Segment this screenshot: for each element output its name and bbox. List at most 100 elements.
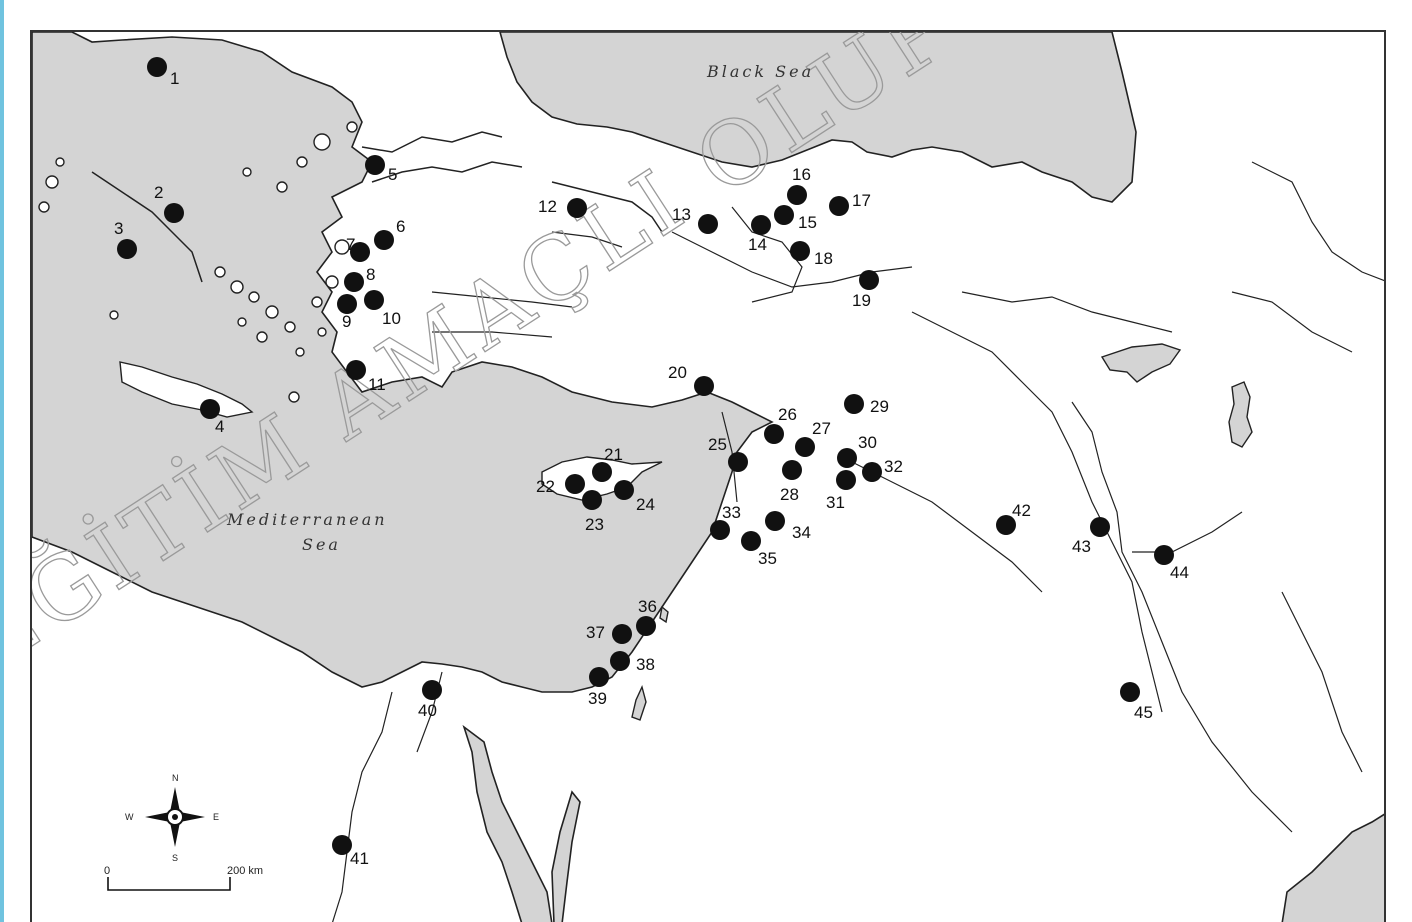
- site-22: 22: [536, 474, 585, 496]
- site-label-18: 18: [814, 249, 833, 268]
- site-label-12: 12: [538, 197, 557, 216]
- site-marker-24: [614, 480, 634, 500]
- site-marker-30: [837, 448, 857, 468]
- mediterranean-label-line2: Sea: [302, 535, 341, 554]
- site-40: 40: [418, 680, 442, 720]
- site-8: 8: [344, 265, 375, 292]
- site-43: 43: [1072, 517, 1110, 556]
- site-39: 39: [588, 667, 609, 708]
- site-6: 6: [374, 217, 405, 250]
- site-marker-33: [710, 520, 730, 540]
- site-label-5: 5: [388, 165, 397, 184]
- site-label-33: 33: [722, 503, 741, 522]
- site-19: 19: [852, 270, 879, 310]
- site-marker-20: [694, 376, 714, 396]
- site-label-15: 15: [798, 213, 817, 232]
- site-marker-2: [164, 203, 184, 223]
- site-label-4: 4: [215, 417, 224, 436]
- site-label-25: 25: [708, 435, 727, 454]
- site-label-6: 6: [396, 217, 405, 236]
- black-sea-label: Black Sea: [706, 62, 814, 81]
- site-marker-43: [1090, 517, 1110, 537]
- site-marker-4: [200, 399, 220, 419]
- site-1: 1: [147, 57, 179, 88]
- site-label-16: 16: [792, 165, 811, 184]
- site-marker-29: [844, 394, 864, 414]
- site-marker-26: [764, 424, 784, 444]
- site-marker-6: [374, 230, 394, 250]
- site-marker-27: [795, 437, 815, 457]
- scale-end-label: 200 km: [227, 865, 263, 877]
- page-accent-rule: [0, 0, 4, 922]
- site-marker-25: [728, 452, 748, 472]
- site-33: 33: [710, 503, 741, 540]
- site-marker-32: [862, 462, 882, 482]
- site-label-44: 44: [1170, 563, 1189, 582]
- compass-south: S: [172, 853, 178, 863]
- site-label-10: 10: [382, 309, 401, 328]
- site-label-7: 7: [346, 235, 355, 254]
- site-label-3: 3: [114, 219, 123, 238]
- site-15: 15: [774, 205, 817, 232]
- site-marker-13: [698, 214, 718, 234]
- lake-urmia: [1228, 381, 1253, 448]
- black-sea: [499, 32, 1137, 203]
- site-label-11: 11: [368, 375, 386, 394]
- site-marker-37: [612, 624, 632, 644]
- site-label-40: 40: [418, 701, 437, 720]
- site-label-43: 43: [1072, 537, 1091, 556]
- site-marker-28: [782, 460, 802, 480]
- site-marker-11: [346, 360, 366, 380]
- site-marker-44: [1154, 545, 1174, 565]
- site-label-26: 26: [778, 405, 797, 424]
- site-marker-9: [337, 294, 357, 314]
- site-13: 13: [672, 205, 718, 234]
- site-28: 28: [780, 460, 802, 504]
- site-label-45: 45: [1134, 703, 1153, 722]
- site-36: 36: [636, 597, 657, 636]
- site-label-14: 14: [748, 235, 767, 254]
- site-marker-3: [117, 239, 137, 259]
- site-marker-16: [787, 185, 807, 205]
- site-marker-5: [365, 155, 385, 175]
- rivers: [331, 161, 1384, 922]
- site-label-36: 36: [638, 597, 657, 616]
- site-label-13: 13: [672, 205, 691, 224]
- site-12: 12: [538, 197, 587, 218]
- site-label-37: 37: [586, 623, 605, 642]
- site-17: 17: [829, 191, 871, 216]
- site-29: 29: [844, 394, 889, 416]
- site-42: 42: [996, 501, 1031, 535]
- site-label-21: 21: [604, 445, 623, 464]
- site-marker-42: [996, 515, 1016, 535]
- aegean-islands: [109, 121, 358, 403]
- site-marker-10: [364, 290, 384, 310]
- site-label-38: 38: [636, 655, 655, 674]
- map-frame: EĞİTİM AMAÇLI OLUP KULLANIM HAKKI Black …: [30, 30, 1386, 922]
- site-marker-15: [774, 205, 794, 225]
- compass-north: N: [172, 773, 179, 783]
- site-marker-23: [582, 490, 602, 510]
- site-3: 3: [114, 219, 137, 259]
- site-35: 35: [741, 531, 777, 568]
- site-marker-14: [751, 215, 771, 235]
- scale-bar: 0 200 km: [104, 865, 263, 891]
- site-label-19: 19: [852, 291, 871, 310]
- persian-gulf: [1281, 813, 1384, 922]
- site-label-35: 35: [758, 549, 777, 568]
- island-crete: [119, 361, 254, 418]
- site-marker-17: [829, 196, 849, 216]
- site-24: 24: [614, 480, 655, 514]
- site-marker-40: [422, 680, 442, 700]
- site-7: 7: [346, 235, 370, 262]
- site-label-29: 29: [870, 397, 889, 416]
- site-marker-38: [610, 651, 630, 671]
- site-marker-1: [147, 57, 167, 77]
- dead-sea: [631, 684, 647, 721]
- site-2: 2: [154, 183, 184, 223]
- site-label-2: 2: [154, 183, 163, 202]
- site-32: 32: [862, 457, 903, 482]
- site-label-32: 32: [884, 457, 903, 476]
- map-canvas: EĞİTİM AMAÇLI OLUP KULLANIM HAKKI Black …: [32, 32, 1384, 922]
